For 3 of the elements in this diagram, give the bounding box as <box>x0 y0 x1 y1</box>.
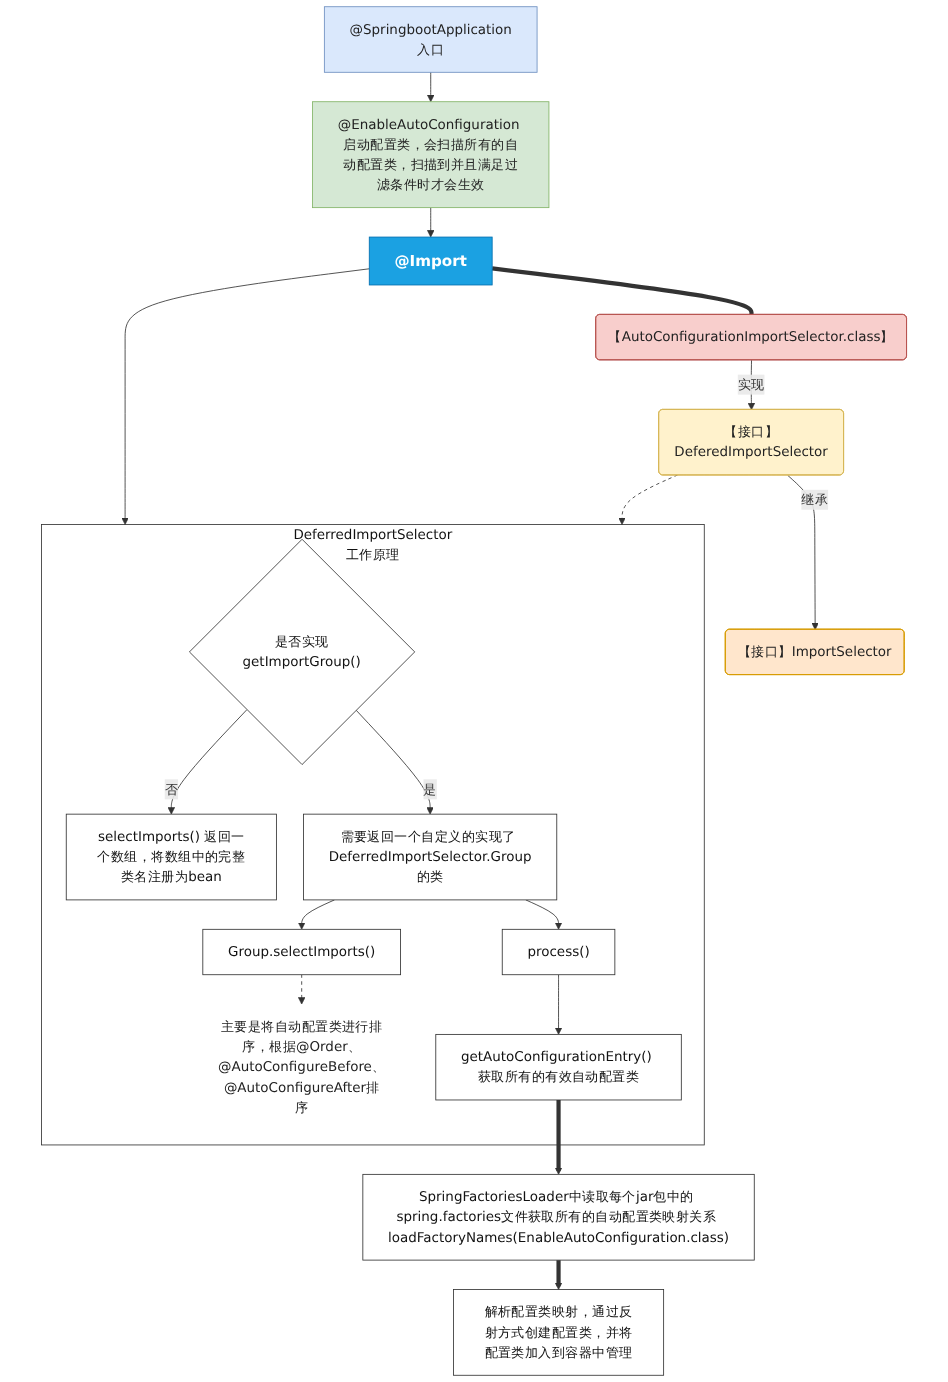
arrow <box>554 1260 563 1290</box>
arrow <box>554 1099 563 1175</box>
connector <box>491 266 754 315</box>
